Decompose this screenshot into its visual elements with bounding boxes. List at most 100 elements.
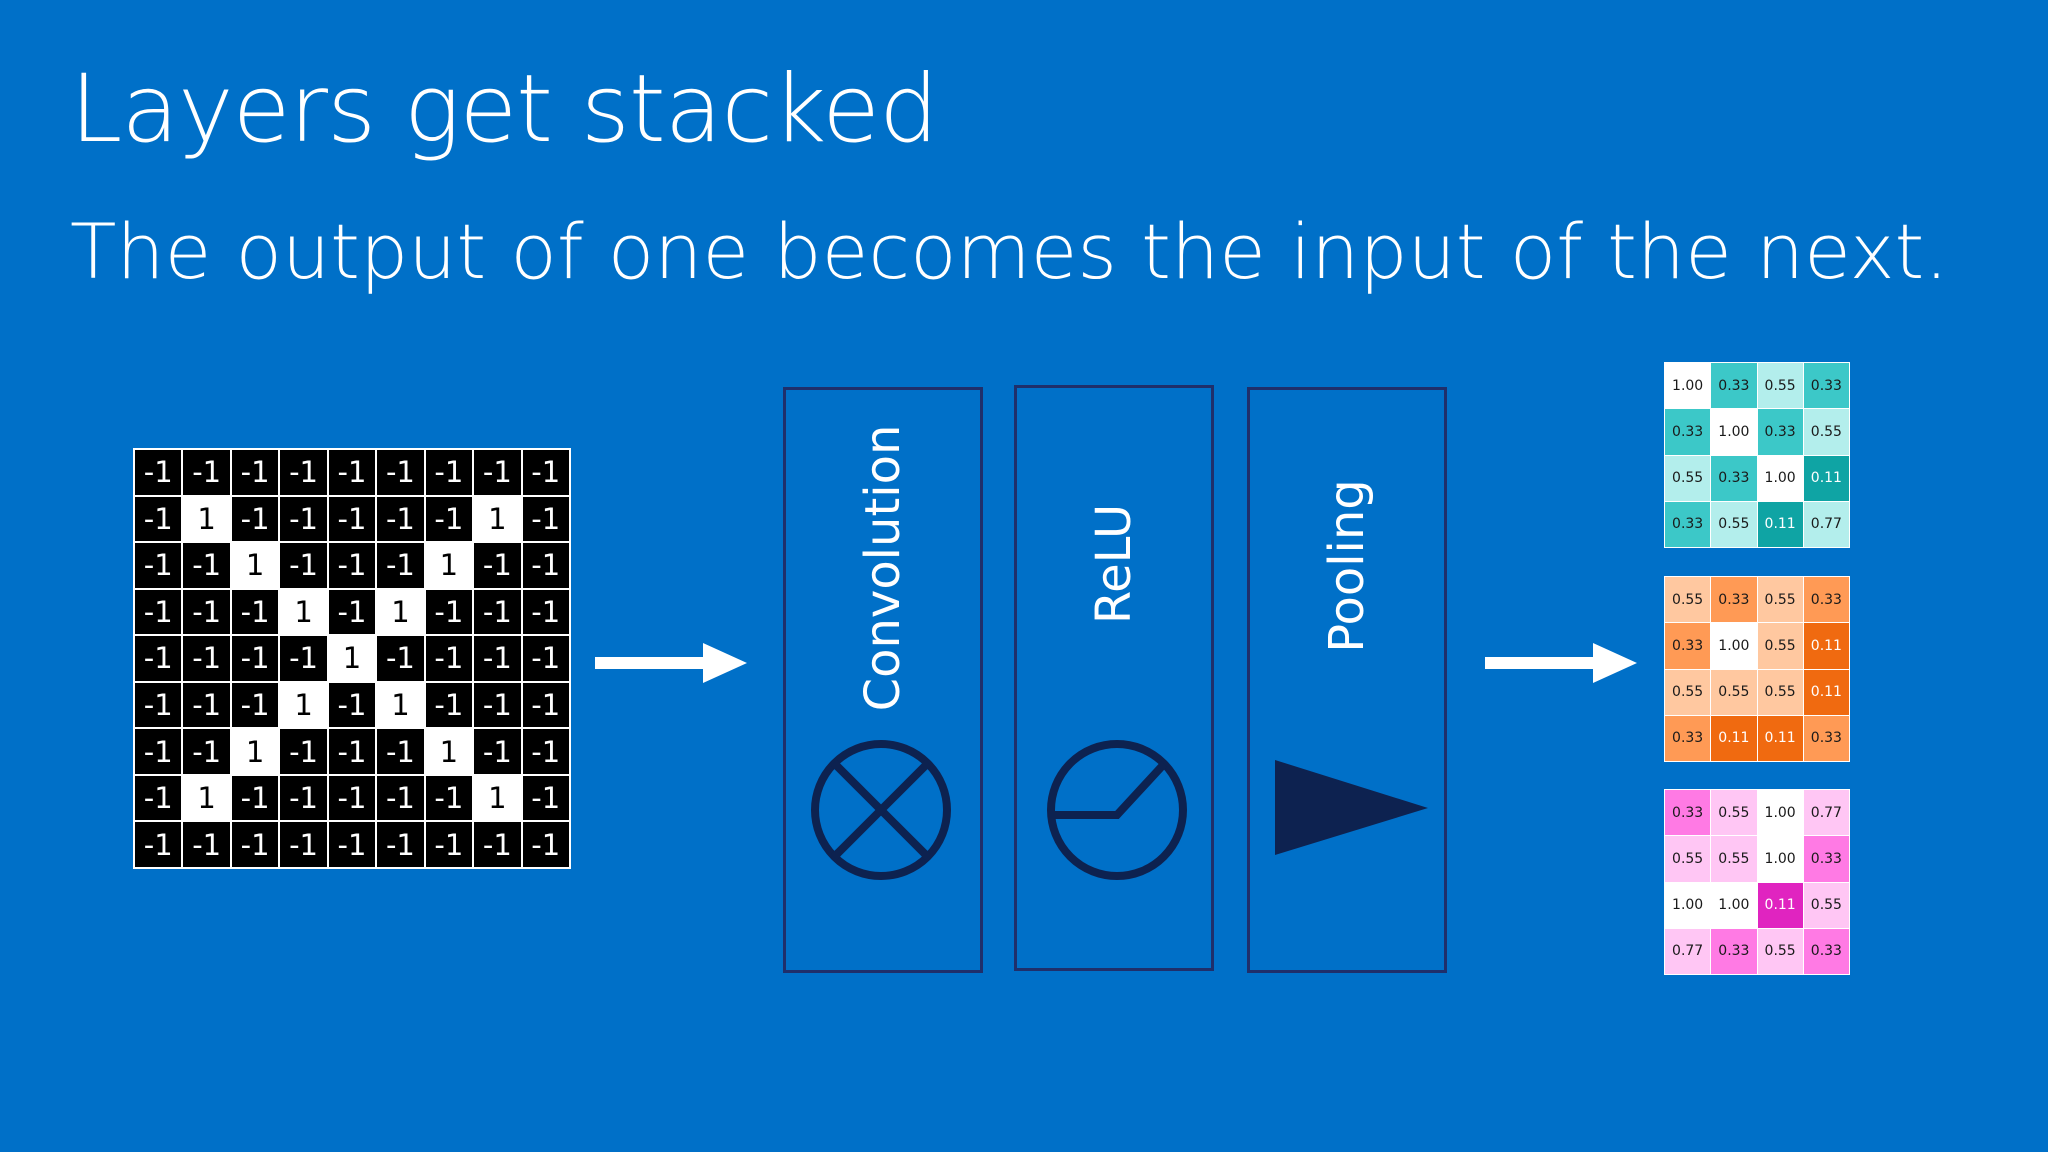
input-pixel: -1 [522, 496, 569, 542]
feature-map-cell: 0.33 [1665, 501, 1711, 547]
input-pixel: -1 [522, 822, 569, 867]
feature-map-cell: 1.00 [1665, 882, 1711, 928]
feature-map-cell: 0.33 [1803, 928, 1849, 974]
feature-map-cell: 0.55 [1665, 669, 1711, 715]
feature-map-cell: 0.55 [1757, 577, 1803, 623]
feature-map-cell: 0.55 [1803, 409, 1849, 455]
input-pixel: -1 [183, 682, 230, 728]
feature-map-cell: 0.55 [1711, 501, 1757, 547]
input-pixel: -1 [425, 775, 473, 821]
input-pixel: -1 [474, 543, 521, 588]
input-pixel: -1 [377, 775, 424, 821]
arrow-right-icon [595, 643, 747, 683]
input-pixel: -1 [328, 775, 376, 821]
input-pixel: -1 [328, 496, 376, 542]
input-pixel: -1 [474, 729, 521, 774]
input-pixel: -1 [522, 729, 569, 774]
feature-map-cell: 0.55 [1711, 790, 1757, 836]
feature-map-cell: 1.00 [1757, 790, 1803, 836]
feature-map-cell: 0.33 [1803, 577, 1849, 623]
input-pixel: -1 [425, 589, 473, 635]
feature-map-cell: 0.77 [1803, 501, 1849, 547]
input-pixel: -1 [328, 729, 376, 774]
input-pixel: 1 [183, 496, 230, 542]
input-pixel: -1 [135, 682, 182, 728]
feature-map-cell: 0.11 [1803, 455, 1849, 501]
input-pixel: -1 [135, 636, 182, 681]
input-pixel: -1 [231, 775, 279, 821]
input-pixel: -1 [183, 729, 230, 774]
input-pixel: -1 [135, 729, 182, 774]
feature-map-cell: 0.55 [1711, 669, 1757, 715]
input-pixel: 1 [425, 729, 473, 774]
feature-map-cell: 0.55 [1665, 577, 1711, 623]
layer-relu: ReLU [1014, 385, 1214, 971]
input-pixel: -1 [474, 450, 521, 495]
input-pixel: 1 [425, 543, 473, 588]
circle-x-icon [811, 740, 951, 880]
feature-map-cell: 0.55 [1757, 363, 1803, 409]
feature-map-cell: 0.33 [1757, 409, 1803, 455]
feature-map-cell: 0.55 [1757, 669, 1803, 715]
input-pixel: -1 [474, 636, 521, 681]
feature-map-cell: 0.33 [1665, 790, 1711, 836]
feature-map-cell: 0.33 [1803, 363, 1849, 409]
feature-map-cell: 1.00 [1757, 836, 1803, 882]
input-pixel: -1 [377, 636, 424, 681]
input-pixel: -1 [474, 682, 521, 728]
input-pixel: -1 [474, 589, 521, 635]
feature-map-cell: 0.77 [1803, 790, 1849, 836]
feature-map-cell: 1.00 [1711, 623, 1757, 669]
input-pixel: -1 [328, 450, 376, 495]
feature-map-cell: 0.11 [1757, 882, 1803, 928]
input-pixel: 1 [280, 682, 327, 728]
feature-map-cell: 0.33 [1711, 455, 1757, 501]
input-pixel: 1 [231, 543, 279, 588]
input-pixel: -1 [231, 589, 279, 635]
feature-map-cell: 0.77 [1665, 928, 1711, 974]
input-pixel: -1 [280, 636, 327, 681]
input-pixel: -1 [425, 822, 473, 867]
input-pixel: -1 [425, 636, 473, 681]
input-pixel: -1 [328, 822, 376, 867]
feature-map-cell: 0.55 [1803, 882, 1849, 928]
feature-map-cell: 0.33 [1711, 363, 1757, 409]
input-pixel: -1 [135, 496, 182, 542]
input-pixel: -1 [280, 450, 327, 495]
feature-map-cell: 0.55 [1711, 836, 1757, 882]
input-pixel: 1 [474, 496, 521, 542]
input-pixel: -1 [522, 636, 569, 681]
input-pixel: -1 [522, 682, 569, 728]
input-pixel: -1 [377, 729, 424, 774]
input-pixel: -1 [377, 543, 424, 588]
feature-map-cell: 0.11 [1757, 501, 1803, 547]
input-pixel: -1 [425, 682, 473, 728]
input-pixel: -1 [280, 543, 327, 588]
triangle-right-icon [1275, 760, 1428, 855]
input-pixel: -1 [377, 496, 424, 542]
slide-title: Layers get stacked [70, 55, 939, 164]
feature-map-cell: 1.00 [1711, 409, 1757, 455]
input-pixel: -1 [522, 543, 569, 588]
input-pixel: 1 [328, 636, 376, 681]
feature-map-cell: 0.11 [1757, 715, 1803, 761]
feature-map-cell: 1.00 [1711, 882, 1757, 928]
input-pixel: -1 [183, 636, 230, 681]
input-pixel: -1 [328, 543, 376, 588]
input-pixel: -1 [135, 822, 182, 867]
input-pixel: -1 [377, 450, 424, 495]
input-pixel: -1 [183, 589, 230, 635]
feature-map-cell: 0.33 [1803, 715, 1849, 761]
input-pixel: -1 [231, 822, 279, 867]
input-pixel: -1 [522, 450, 569, 495]
input-pixel: -1 [280, 775, 327, 821]
input-pixel: -1 [280, 496, 327, 542]
input-pixel: -1 [231, 682, 279, 728]
input-pixel: -1 [231, 496, 279, 542]
feature-map-cell: 0.55 [1665, 455, 1711, 501]
feature-map-cell: 0.55 [1757, 928, 1803, 974]
